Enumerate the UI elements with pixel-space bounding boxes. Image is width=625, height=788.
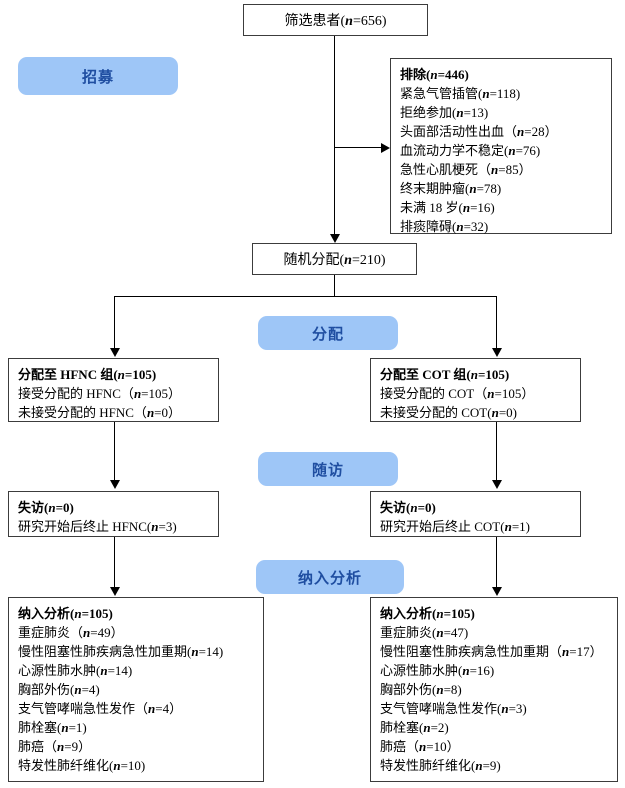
allocation-left-line: 未接受分配的 HFNC（n=0） [18, 405, 182, 420]
analysis-left-line: 特发性肺纤维化(n=10) [18, 758, 146, 773]
node-screening: 筛选患者(n=656) [243, 4, 428, 36]
followup-right-line: 研究开始后终止 COT(n=1) [380, 519, 530, 534]
followup-left-line: 研究开始后终止 HFNC(n=3) [18, 519, 177, 534]
connector-split-right [496, 296, 497, 350]
arrowhead-allocation-left [110, 348, 120, 357]
analysis-right-line: 胸部外伤(n=8) [380, 682, 462, 697]
arrowhead-randomization [330, 234, 340, 243]
analysis-right-line: 肺栓塞(n=2) [380, 720, 449, 735]
stage-label-recruitment: 招募 [18, 57, 178, 95]
connector-screening-to-randomization [334, 36, 335, 240]
connector-to-exclusion [334, 147, 384, 148]
node-exclusion-title: 排除(n=446) [400, 67, 469, 82]
analysis-left-line: 慢性阻塞性肺疾病急性加重期(n=14) [18, 644, 224, 659]
analysis-left-title: 纳入分析(n=105) [18, 606, 113, 621]
analysis-left-line: 支气管哮喘急性发作（n=4） [18, 701, 183, 716]
connector-followup-right-to-analysis [496, 537, 497, 589]
followup-right-title: 失访(n=0) [380, 500, 436, 515]
analysis-right-title: 纳入分析(n=105) [380, 606, 475, 621]
exclusion-reason: 血流动力学不稳定(n=76) [400, 143, 541, 158]
exclusion-reason: 紧急气管插管(n=118) [400, 86, 521, 101]
connector-split-left [114, 296, 115, 350]
stage-label-followup: 随访 [258, 452, 398, 486]
connector-randomization-stem [334, 275, 335, 296]
allocation-right-line: 未接受分配的 COT(n=0) [380, 405, 517, 420]
arrowhead-analysis-left [110, 587, 120, 596]
analysis-left-line: 胸部外伤(n=4) [18, 682, 100, 697]
stage-label-allocation: 分配 [258, 316, 398, 350]
exclusion-reason: 排痰障碍(n=32) [400, 219, 489, 234]
allocation-left-line: 接受分配的 HFNC（n=105） [18, 386, 182, 401]
node-analysis-right: 纳入分析(n=105) 重症肺炎(n=47) 慢性阻塞性肺疾病急性加重期（n=1… [370, 597, 618, 782]
allocation-right-title: 分配至 COT 组(n=105) [380, 367, 510, 382]
exclusion-reason: 头面部活动性出血（n=28） [400, 124, 558, 139]
allocation-right-line: 接受分配的 COT（n=105） [380, 386, 535, 401]
analysis-right-line: 慢性阻塞性肺疾病急性加重期（n=17） [380, 644, 603, 659]
node-screening-title: 筛选患者(n=656) [284, 14, 387, 29]
exclusion-reason: 急性心肌梗死（n=85） [400, 162, 532, 177]
analysis-left-line: 肺栓塞(n=1) [18, 720, 87, 735]
analysis-left-line: 心源性肺水肿(n=14) [18, 663, 133, 678]
node-allocation-left: 分配至 HFNC 组(n=105) 接受分配的 HFNC（n=105） 未接受分… [8, 358, 219, 422]
node-randomization: 随机分配(n=210) [252, 243, 417, 275]
analysis-right-line: 支气管哮喘急性发作(n=3) [380, 701, 527, 716]
arrowhead-followup-right [492, 480, 502, 489]
connector-allocation-right-to-followup [496, 422, 497, 482]
analysis-right-line: 肺癌（n=10） [380, 739, 460, 754]
arrowhead-followup-left [110, 480, 120, 489]
node-followup-left: 失访(n=0) 研究开始后终止 HFNC(n=3) [8, 491, 219, 537]
analysis-right-line: 重症肺炎(n=47) [380, 625, 469, 640]
followup-left-title: 失访(n=0) [18, 500, 74, 515]
analysis-right-line: 特发性肺纤维化(n=9) [380, 758, 501, 773]
stage-label-analysis: 纳入分析 [256, 560, 404, 594]
node-analysis-left: 纳入分析(n=105) 重症肺炎（n=49） 慢性阻塞性肺疾病急性加重期(n=1… [8, 597, 264, 782]
node-allocation-right: 分配至 COT 组(n=105) 接受分配的 COT（n=105） 未接受分配的… [370, 358, 581, 422]
exclusion-reason: 拒绝参加(n=13) [400, 105, 489, 120]
allocation-left-title: 分配至 HFNC 组(n=105) [18, 367, 157, 382]
connector-followup-left-to-analysis [114, 537, 115, 589]
arrowhead-allocation-right [492, 348, 502, 357]
exclusion-reason: 未满 18 岁(n=16) [400, 200, 495, 215]
analysis-left-line: 肺癌（n=9） [18, 739, 92, 754]
connector-allocation-left-to-followup [114, 422, 115, 482]
arrowhead-exclusion [381, 143, 390, 153]
exclusion-reason: 终末期肿瘤(n=78) [400, 181, 502, 196]
analysis-right-line: 心源性肺水肿(n=16) [380, 663, 495, 678]
arrowhead-analysis-right [492, 587, 502, 596]
node-exclusion: 排除(n=446) 紧急气管插管(n=118) 拒绝参加(n=13) 头面部活动… [390, 58, 612, 234]
node-followup-right: 失访(n=0) 研究开始后终止 COT(n=1) [370, 491, 581, 537]
connector-split-horizontal [114, 296, 496, 297]
node-randomization-title: 随机分配(n=210) [283, 253, 386, 268]
analysis-left-line: 重症肺炎（n=49） [18, 625, 124, 640]
